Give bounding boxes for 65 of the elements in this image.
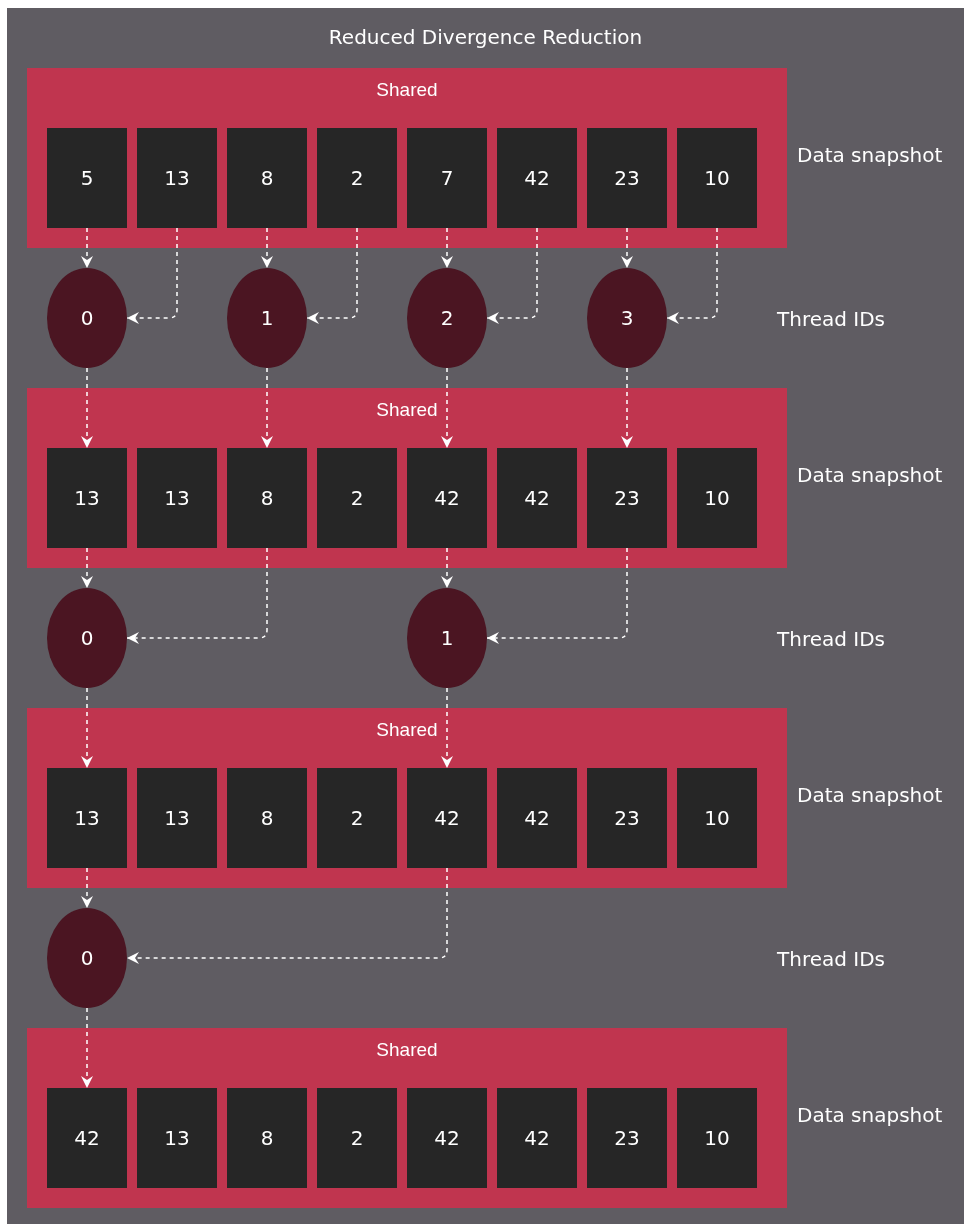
value-cell: 2: [317, 1088, 397, 1188]
dashed-arrow: [81, 867, 93, 909]
value-cell: 8: [227, 1088, 307, 1188]
panel-title: Shared: [375, 718, 439, 742]
row-label: Thread IDs: [777, 626, 885, 653]
panel-title: Shared: [375, 398, 439, 422]
value-cell: 23: [587, 448, 667, 548]
row-label: Thread IDs: [777, 946, 885, 973]
dashed-arrow: [126, 227, 178, 324]
value-cell: 5: [47, 128, 127, 228]
value-cell: 13: [47, 448, 127, 548]
dashed-arrow: [441, 367, 453, 449]
dashed-arrow: [126, 867, 448, 964]
value-cell: 8: [227, 448, 307, 548]
dashed-arrow: [441, 687, 453, 769]
dashed-arrow: [261, 367, 273, 449]
side-label: Data snapshot: [797, 462, 943, 489]
dashed-arrow: [81, 1007, 93, 1089]
dashed-arrow: [486, 227, 538, 324]
value-cell: 7: [407, 128, 487, 228]
dashed-arrow: [81, 227, 93, 269]
dashed-arrow: [441, 227, 453, 269]
panel-title: Shared: [375, 1038, 439, 1062]
dashed-arrow: [666, 227, 718, 324]
value-cell: 13: [137, 768, 217, 868]
value-cell: 23: [587, 128, 667, 228]
value-cell: 13: [137, 128, 217, 228]
value-cell: 42: [497, 448, 577, 548]
value-cell: 10: [677, 1088, 757, 1188]
dashed-arrow: [306, 227, 358, 324]
value-cell: 42: [497, 768, 577, 868]
value-cell: 2: [317, 448, 397, 548]
value-cell: 23: [587, 768, 667, 868]
dashed-arrow: [486, 547, 628, 644]
value-cell: 42: [47, 1088, 127, 1188]
dashed-arrow: [621, 227, 633, 269]
value-cell: 13: [47, 768, 127, 868]
value-cell: 10: [677, 448, 757, 548]
value-cell: 13: [137, 448, 217, 548]
value-cell: 42: [407, 768, 487, 868]
row-label: Thread IDs: [777, 306, 885, 333]
side-label: Data snapshot: [797, 782, 943, 809]
value-cell: 8: [227, 128, 307, 228]
dashed-arrow: [126, 547, 268, 644]
value-cell: 23: [587, 1088, 667, 1188]
panel-title: Shared: [375, 78, 439, 102]
dashed-arrow: [441, 547, 453, 589]
value-cell: 10: [677, 768, 757, 868]
dashed-arrow: [261, 227, 273, 269]
value-cell: 8: [227, 768, 307, 868]
value-cell: 42: [497, 128, 577, 228]
diagram-title: Reduced Divergence Reduction: [327, 24, 644, 51]
value-cell: 42: [407, 1088, 487, 1188]
value-cell: 10: [677, 128, 757, 228]
dashed-arrow: [81, 687, 93, 769]
value-cell: 42: [407, 448, 487, 548]
dashed-arrow: [81, 367, 93, 449]
value-cell: 42: [497, 1088, 577, 1188]
value-cell: 2: [317, 128, 397, 228]
dashed-arrow: [81, 547, 93, 589]
dashed-arrow: [621, 367, 633, 449]
side-label: Data snapshot: [797, 1102, 943, 1129]
value-cell: 13: [137, 1088, 217, 1188]
side-label: Data snapshot: [797, 142, 943, 169]
value-cell: 2: [317, 768, 397, 868]
